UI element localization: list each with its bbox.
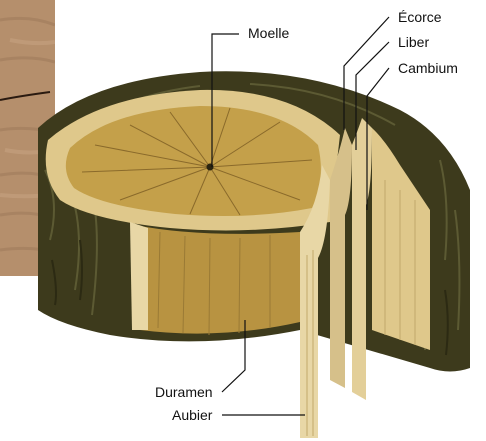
label-duramen: Duramen xyxy=(155,384,213,400)
label-moelle: Moelle xyxy=(248,25,289,41)
label-aubier: Aubier xyxy=(172,407,213,423)
label-liber: Liber xyxy=(398,34,429,50)
label-ecorce: Écorce xyxy=(398,9,442,25)
label-cambium: Cambium xyxy=(398,60,458,76)
heartwood-side xyxy=(135,225,300,335)
sapwood-side-left xyxy=(130,222,148,330)
